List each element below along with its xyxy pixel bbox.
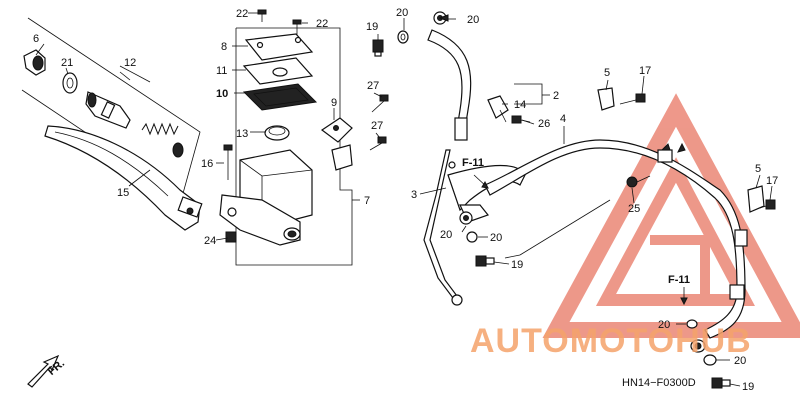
- holder-part-9: [320, 117, 353, 171]
- label-part-20b: 20: [467, 14, 479, 26]
- label-part-19a: 19: [366, 21, 378, 33]
- washer-part-20-mid: [466, 231, 478, 243]
- bolt-part-24: [225, 231, 237, 243]
- brake-hose-part-2: [427, 11, 526, 225]
- washer-part-20-top: [397, 30, 409, 44]
- spring-part: [141, 122, 179, 136]
- diagram-code: HN14−F0300D: [622, 377, 696, 389]
- label-part-20c: 20: [440, 229, 452, 241]
- label-part-5a: 5: [604, 67, 610, 79]
- watermark-text: AUTOMOTOHUB: [470, 322, 752, 360]
- f11-arrow-top: [473, 174, 489, 189]
- label-part-9: 9: [331, 97, 337, 109]
- part-labels: 6 21 12 15 22 22 8 11 10 13 16 24 9 7 19…: [33, 7, 778, 393]
- bolt-part-17b: [759, 199, 776, 210]
- label-part-17a: 17: [639, 65, 651, 77]
- ref-f11-bottom: F-11: [668, 274, 690, 286]
- watermark-wordmark: AUTOMOTOHUB: [470, 322, 752, 360]
- brake-hose-part-4: [484, 139, 748, 353]
- leader-lines: [35, 12, 773, 387]
- label-part-19b: 19: [511, 259, 523, 271]
- label-part-20a: 20: [396, 7, 408, 19]
- label-part-24: 24: [204, 235, 216, 247]
- label-part-26: 26: [538, 118, 550, 130]
- screw-part-22a: [257, 9, 267, 22]
- brake-pipe-part-3: [423, 149, 463, 306]
- bolt-part-27a: [371, 94, 389, 113]
- label-part-6: 6: [33, 33, 39, 45]
- bolt-part-19-bottom: [711, 377, 731, 389]
- label-part-25: 25: [628, 203, 640, 215]
- label-part-5b: 5: [755, 163, 761, 175]
- label-part-16: 16: [201, 158, 213, 170]
- guide-part-5b: [747, 185, 765, 213]
- screw-part-22b: [292, 19, 302, 36]
- brake-lever-part-15: [44, 125, 203, 231]
- ring-part-13: [264, 125, 290, 141]
- label-part-11: 11: [216, 65, 227, 77]
- label-part-10: 10: [216, 88, 228, 100]
- label-part-7: 7: [364, 195, 370, 207]
- label-part-2: 2: [553, 90, 559, 102]
- label-part-12: 12: [124, 57, 136, 69]
- label-part-22b: 22: [316, 18, 328, 30]
- guide-part-5a: [597, 87, 615, 111]
- label-part-22a: 22: [236, 8, 248, 20]
- label-part-20e: 20: [658, 319, 670, 331]
- label-part-20d: 20: [490, 232, 502, 244]
- joint-part-14: [487, 95, 509, 123]
- ref-f11-top: F-11: [462, 157, 484, 169]
- label-part-13: 13: [236, 128, 248, 140]
- bolt-part-19-mid: [475, 255, 495, 267]
- cylinder-piston-parts: [23, 49, 184, 158]
- bolt-part-17a: [619, 93, 646, 105]
- front-direction-arrow: [27, 354, 60, 388]
- bolt-part-27b: [369, 136, 387, 151]
- bolt-part-16: [223, 144, 233, 180]
- pointer-arrows: [438, 14, 686, 153]
- reservoir-parts: [242, 9, 318, 141]
- label-part-14: 14: [514, 99, 526, 111]
- label-part-20f: 20: [734, 355, 746, 367]
- ring-part-21: [62, 72, 78, 94]
- bolt-part-19-top: [372, 39, 384, 57]
- label-part-27b: 27: [371, 120, 383, 132]
- label-part-8: 8: [221, 41, 227, 53]
- label-part-21: 21: [61, 57, 73, 69]
- assembly-frame-7: [235, 27, 360, 266]
- label-part-17b: 17: [766, 175, 778, 187]
- label-part-4: 4: [560, 113, 566, 125]
- label-part-19c: 19: [742, 381, 754, 393]
- f11-arrow-bottom: [680, 287, 688, 306]
- cap-part-8: [244, 33, 314, 61]
- label-part-15: 15: [117, 187, 129, 199]
- label-part-3: 3: [411, 189, 417, 201]
- master-cylinder-part-7: [219, 149, 313, 246]
- clamp-part-25: [626, 175, 651, 188]
- washer-part-20-right: [686, 319, 698, 329]
- label-part-27a: 27: [367, 80, 379, 92]
